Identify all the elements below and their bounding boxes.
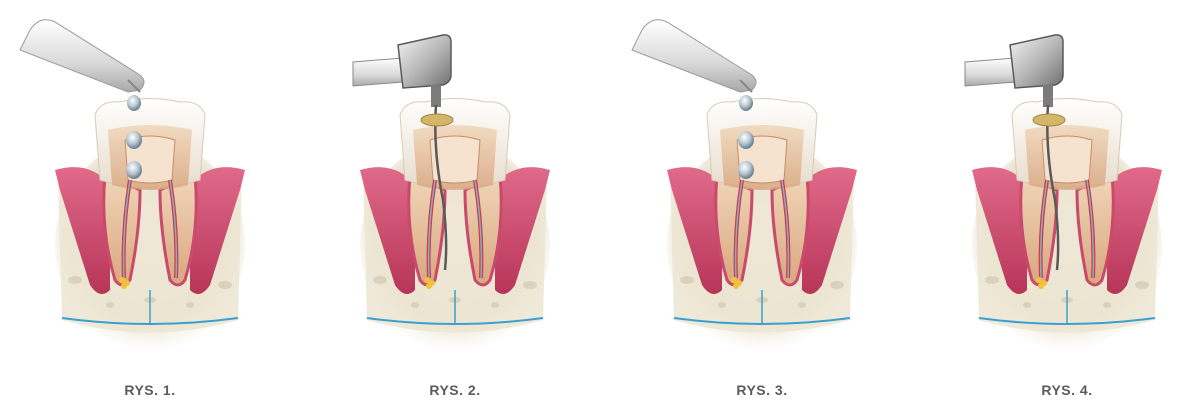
figure-4: RYS. 4. [917, 0, 1195, 411]
tooth-graphic [53, 96, 247, 352]
figure-caption-1: RYS. 1. [124, 382, 176, 398]
figure-caption-2: RYS. 2. [429, 382, 481, 398]
figure-caption-4: RYS. 4. [1041, 382, 1093, 398]
figure-2: RYS. 2. [305, 0, 605, 411]
tooth-illustration-1 [19, 18, 247, 352]
tooth-graphic [358, 96, 552, 352]
tooth-illustration-2 [351, 33, 552, 352]
figure-3: RYS. 3. [612, 0, 912, 411]
tooth-graphic [665, 96, 859, 352]
figure-caption-3: RYS. 3. [736, 382, 788, 398]
tooth-illustration-3 [631, 18, 859, 352]
tooth-illustration-4 [963, 33, 1164, 352]
tooth-graphic [970, 96, 1164, 352]
figure-1: RYS. 1. [0, 0, 300, 411]
